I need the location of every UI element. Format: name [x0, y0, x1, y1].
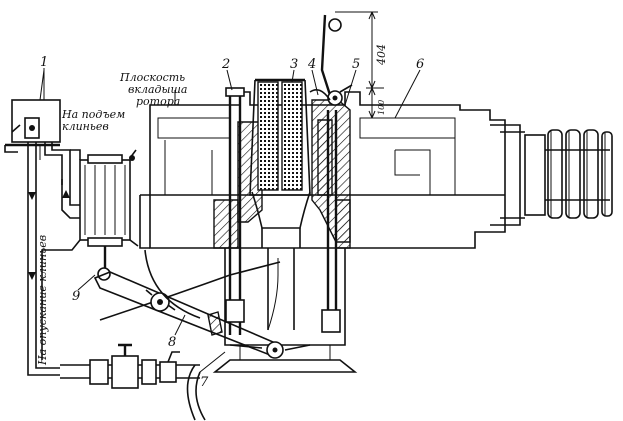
- label-8: 8: [168, 335, 176, 350]
- dimension-404: 404: [375, 44, 388, 66]
- label-4: 4: [307, 57, 316, 72]
- main-lever: [93, 249, 311, 359]
- label-6: 6: [416, 57, 424, 72]
- label-rotor-plane-3: ротора: [136, 95, 180, 108]
- diagram-labels: 1 2 3 4 5 6 7 8 9 Плоскость вкладыша рот…: [36, 44, 424, 390]
- vertical-rods: [225, 87, 341, 335]
- dimension-100: 100: [377, 100, 386, 115]
- slips-assembly: [249, 78, 311, 330]
- control-valve: [4, 69, 61, 153]
- label-wedges-up-1: На подъем: [61, 108, 125, 121]
- label-rotor-plane-2: вкладыша: [128, 83, 187, 96]
- label-5: 5: [352, 57, 360, 72]
- sprocket-wheels: [547, 129, 613, 219]
- label-1: 1: [40, 55, 48, 70]
- air-piping: [27, 142, 81, 376]
- drive-shaft: [490, 124, 610, 226]
- label-rotor-plane-1: Плоскость: [119, 71, 185, 84]
- label-7: 7: [200, 375, 209, 390]
- label-wedges-down: На опускание клиньев: [36, 235, 49, 366]
- bottom-fittings: [60, 343, 206, 421]
- leader-lines: [43, 68, 421, 373]
- hatched-sections: [213, 99, 351, 249]
- pneumatic-cylinder: [79, 149, 139, 281]
- label-9: 9: [72, 289, 80, 304]
- label-2: 2: [221, 57, 230, 72]
- rotor-table: [139, 91, 506, 373]
- label-wedges-up-2: клиньев: [62, 120, 109, 133]
- top-lever: [309, 11, 384, 119]
- label-3: 3: [290, 57, 298, 72]
